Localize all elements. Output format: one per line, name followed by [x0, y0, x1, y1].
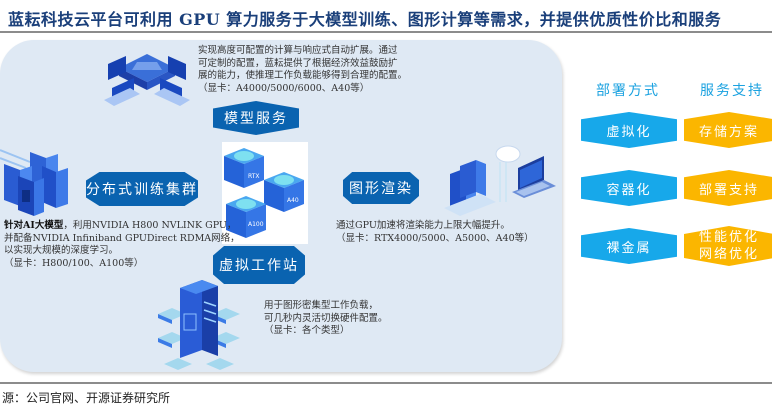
virtual-workstation-illustration — [158, 280, 240, 370]
virtual-workstation-desc: 用于图形密集型工作负载， 可几秒内灵活切换硬件配置。 （显卡：各个类型） — [264, 300, 388, 336]
distributed-training-desc: 针对AI大模型，利用NVIDIA H800 NVLINK GPU， 并配备NVI… — [4, 220, 240, 269]
distributed-training-label: 分布式训练集群 — [86, 172, 198, 206]
support-item-network: 网络优化 — [698, 247, 759, 262]
deployment-item-containerization: 容器化 — [581, 170, 677, 206]
gpu-chips-illustration: RTX A40 A100 — [222, 142, 308, 244]
support-item-storage: 存储方案 — [684, 112, 772, 148]
training-cluster-illustration — [0, 149, 68, 216]
support-item-deployment: 部署支持 — [684, 170, 772, 206]
deployment-item-bare-metal: 裸金属 — [581, 228, 677, 264]
gpu-chip-rtx-label: RTX — [248, 173, 260, 180]
graphics-rendering-label: 图形渲染 — [343, 172, 419, 204]
page-title: 蓝耘科技云平台可利用 GPU 算力服务于大模型训练、图形计算等需求，并提供优质性… — [8, 10, 722, 29]
deployment-item-virtualization: 虚拟化 — [581, 112, 677, 148]
support-item-optimization: 性能优化 网络优化 — [684, 226, 772, 266]
gpu-chip-a40-label: A40 — [287, 197, 299, 204]
top-divider — [0, 31, 772, 33]
graphics-rendering-desc: 通过GPU加速将渲染能力上限大幅提升。 （显卡：RTX4000/5000、A50… — [336, 220, 534, 244]
source-note: 源：公司官网、开源证券研究所 — [2, 391, 171, 405]
model-service-label: 模型服务 — [213, 101, 299, 135]
gpu-chip-a100-label: A100 — [248, 221, 264, 228]
model-service-illustration — [104, 54, 190, 106]
graphics-rendering-illustration — [444, 145, 556, 216]
support-item-performance: 性能优化 — [698, 230, 759, 245]
deployment-header: 部署方式 — [596, 83, 660, 99]
virtual-workstation-label: 虚拟工作站 — [213, 246, 305, 284]
model-service-desc: 实现高度可配置的计算与响应式自动扩展。通过 可定制的配置，蓝耘提供了根据经济效益… — [198, 45, 408, 94]
support-header: 服务支持 — [700, 83, 764, 99]
bottom-divider — [0, 382, 772, 384]
